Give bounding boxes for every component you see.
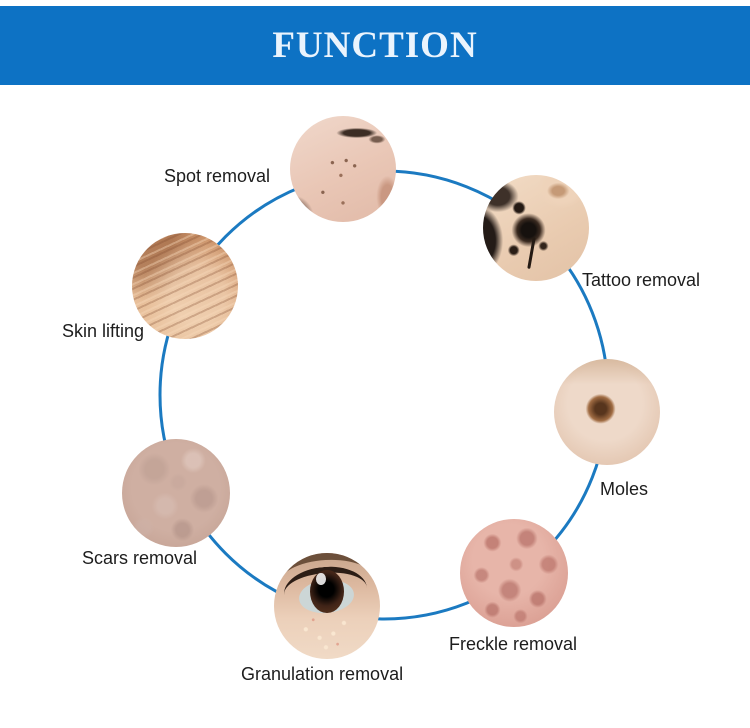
skin-lifting-photo bbox=[132, 233, 238, 339]
granulation-removal-label: Granulation removal bbox=[241, 664, 404, 684]
eye-highlight-shape bbox=[316, 573, 326, 585]
eye-iris-shape bbox=[310, 569, 344, 614]
tattoo-removal-label: Tattoo removal bbox=[582, 270, 701, 290]
freckle-removal-photo bbox=[460, 519, 568, 627]
scars-removal-label: Scars removal bbox=[82, 548, 198, 568]
tattoo-removal-photo bbox=[483, 175, 589, 281]
banner-title: FUNCTION bbox=[272, 25, 478, 66]
function-banner: FUNCTION bbox=[0, 6, 750, 85]
freckle-removal-label: Freckle removal bbox=[449, 634, 578, 654]
skin-lifting-label: Skin lifting bbox=[62, 321, 145, 341]
scars-removal-photo bbox=[122, 439, 230, 547]
moles-photo bbox=[554, 359, 660, 465]
rose-stem-shape bbox=[527, 236, 536, 270]
moles-label: Moles bbox=[600, 479, 649, 499]
spot-removal-label: Spot removal bbox=[164, 166, 271, 186]
granulation-removal-photo bbox=[274, 553, 380, 659]
spot-removal-photo bbox=[290, 116, 396, 222]
